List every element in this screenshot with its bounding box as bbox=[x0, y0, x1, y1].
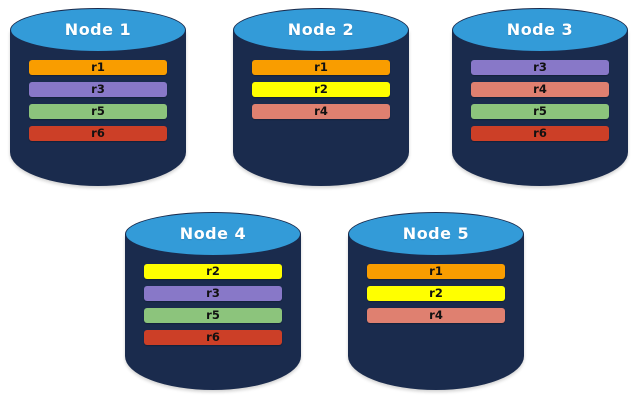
database-node-cylinder[interactable]: r3 r4 r5 r6 Node 3 bbox=[452, 8, 628, 186]
cylinder-top-disc: Node 2 bbox=[233, 8, 409, 52]
shard-bar[interactable]: r2 bbox=[144, 264, 282, 279]
shard-bar[interactable]: r6 bbox=[29, 126, 167, 141]
database-node-cylinder[interactable]: r1 r3 r5 r6 Node 1 bbox=[10, 8, 186, 186]
node-title: Node 2 bbox=[287, 19, 355, 39]
node-title: Node 4 bbox=[179, 223, 247, 243]
shard-bar[interactable]: r3 bbox=[471, 60, 609, 75]
node-title: Node 3 bbox=[506, 19, 574, 39]
shard-bar[interactable]: r5 bbox=[29, 104, 167, 119]
database-node-cylinder[interactable]: r1 r2 r4 Node 5 bbox=[348, 212, 524, 390]
database-node-cylinder[interactable]: r2 r3 r5 r6 Node 4 bbox=[125, 212, 301, 390]
shard-bar[interactable]: r5 bbox=[144, 308, 282, 323]
shard-bar[interactable]: r4 bbox=[471, 82, 609, 97]
shard-bar[interactable]: r1 bbox=[252, 60, 390, 75]
cylinder-top-disc: Node 5 bbox=[348, 212, 524, 256]
shard-bar[interactable]: r3 bbox=[144, 286, 282, 301]
cylinder-top-disc: Node 1 bbox=[10, 8, 186, 52]
shard-bar[interactable]: r3 bbox=[29, 82, 167, 97]
shard-list: r1 r3 r5 r6 bbox=[29, 60, 167, 141]
shard-bar[interactable]: r6 bbox=[144, 330, 282, 345]
database-node-cylinder[interactable]: r1 r2 r4 Node 2 bbox=[233, 8, 409, 186]
shard-bar[interactable]: r2 bbox=[367, 286, 505, 301]
shard-bar[interactable]: r4 bbox=[367, 308, 505, 323]
node-title: Node 1 bbox=[64, 19, 132, 39]
shard-list: r1 r2 r4 bbox=[367, 264, 505, 323]
shard-bar[interactable]: r2 bbox=[252, 82, 390, 97]
shard-bar[interactable]: r1 bbox=[367, 264, 505, 279]
shard-bar[interactable]: r1 bbox=[29, 60, 167, 75]
shard-list: r2 r3 r5 r6 bbox=[144, 264, 282, 345]
node-title: Node 5 bbox=[402, 223, 470, 243]
cylinder-top-disc: Node 4 bbox=[125, 212, 301, 256]
shard-bar[interactable]: r5 bbox=[471, 104, 609, 119]
shard-bar[interactable]: r6 bbox=[471, 126, 609, 141]
shard-list: r3 r4 r5 r6 bbox=[471, 60, 609, 141]
shard-bar[interactable]: r4 bbox=[252, 104, 390, 119]
cylinder-top-disc: Node 3 bbox=[452, 8, 628, 52]
shard-list: r1 r2 r4 bbox=[252, 60, 390, 119]
